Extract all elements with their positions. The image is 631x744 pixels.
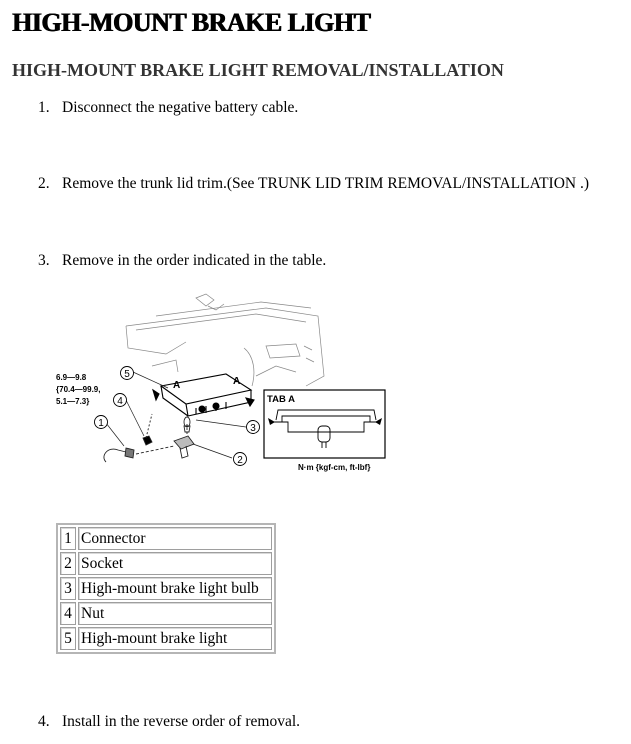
step-1: 1. Disconnect the negative battery cable. [38, 99, 298, 117]
callout-label: 2 [237, 455, 243, 466]
step-text: Install in the reverse order of removal. [62, 713, 301, 730]
callout-circle-5: 5 [120, 366, 134, 380]
tab-letter-a: A [173, 380, 180, 391]
torque-units-label: N·m {kgf-cm, ft-lbf} [298, 463, 370, 472]
bulb-and-socket-drawing [173, 416, 233, 459]
tab-a-detail: TAB A N·m {kgf-cm, ft-lbf} [263, 389, 386, 472]
callout-circle-4: 4 [113, 393, 127, 407]
tab-letter-a: A [233, 376, 240, 387]
step-number: 2. [38, 175, 50, 192]
brake-light-housing [152, 373, 255, 417]
parts-table: 1 Connector 2 Socket 3 High-mount brake … [56, 523, 276, 654]
connector-drawing [103, 445, 175, 463]
callout-circle-3: 3 [246, 420, 260, 434]
table-row: 1 Connector [60, 527, 272, 550]
step-text: Remove the trunk lid trim.(See TRUNK LID… [62, 175, 589, 192]
step-3: 3. Remove in the order indicated in the t… [38, 252, 326, 270]
tab-a-label: TAB A [267, 394, 295, 405]
callout-circle-2: 2 [233, 452, 247, 466]
callout-label: 4 [117, 396, 123, 407]
step-text: Remove in the order indicated in the tab… [62, 252, 327, 269]
part-number: 2 [60, 552, 76, 575]
torque-spec-line-3: 5.1—7.3} [56, 397, 89, 406]
callout-label: 5 [124, 369, 130, 380]
table-row: 5 High-mount brake light [60, 627, 272, 650]
part-number: 3 [60, 577, 76, 600]
nut-drawing [142, 435, 153, 446]
step-number: 4. [38, 713, 50, 730]
step-number: 1. [38, 99, 50, 116]
step-text: Disconnect the negative battery cable. [62, 99, 299, 116]
table-row: 3 High-mount brake light bulb [60, 577, 272, 600]
page-title: HIGH-MOUNT BRAKE LIGHT [12, 8, 371, 37]
step-4: 4. Install in the reverse order of remova… [38, 713, 300, 731]
part-name: Socket [78, 552, 272, 575]
part-number: 1 [60, 527, 76, 550]
callout-label: 3 [250, 423, 256, 434]
leader-lines [105, 371, 247, 447]
part-name: Nut [78, 602, 272, 625]
torque-spec-line-2: {70.4—99.9, [56, 385, 100, 394]
step-2: 2. Remove the trunk lid trim.(See TRUNK L… [38, 175, 589, 193]
part-name: High-mount brake light [78, 627, 272, 650]
step-number: 3. [38, 252, 50, 269]
part-number: 5 [60, 627, 76, 650]
part-number: 4 [60, 602, 76, 625]
callout-label: 1 [98, 418, 104, 429]
part-name: Connector [78, 527, 272, 550]
section-heading: HIGH-MOUNT BRAKE LIGHT REMOVAL/INSTALLAT… [12, 60, 504, 80]
trunk-lid-drawing [125, 293, 325, 387]
part-name: High-mount brake light bulb [78, 577, 272, 600]
table-row: 4 Nut [60, 602, 272, 625]
removal-illustration: 5 4 1 3 2 A A 6.9—9.8 {70.4—99.9, 5.1—7.… [56, 293, 386, 472]
callout-circle-1: 1 [94, 415, 108, 429]
table-row: 2 Socket [60, 552, 272, 575]
torque-spec-line-1: 6.9—9.8 [56, 373, 87, 382]
